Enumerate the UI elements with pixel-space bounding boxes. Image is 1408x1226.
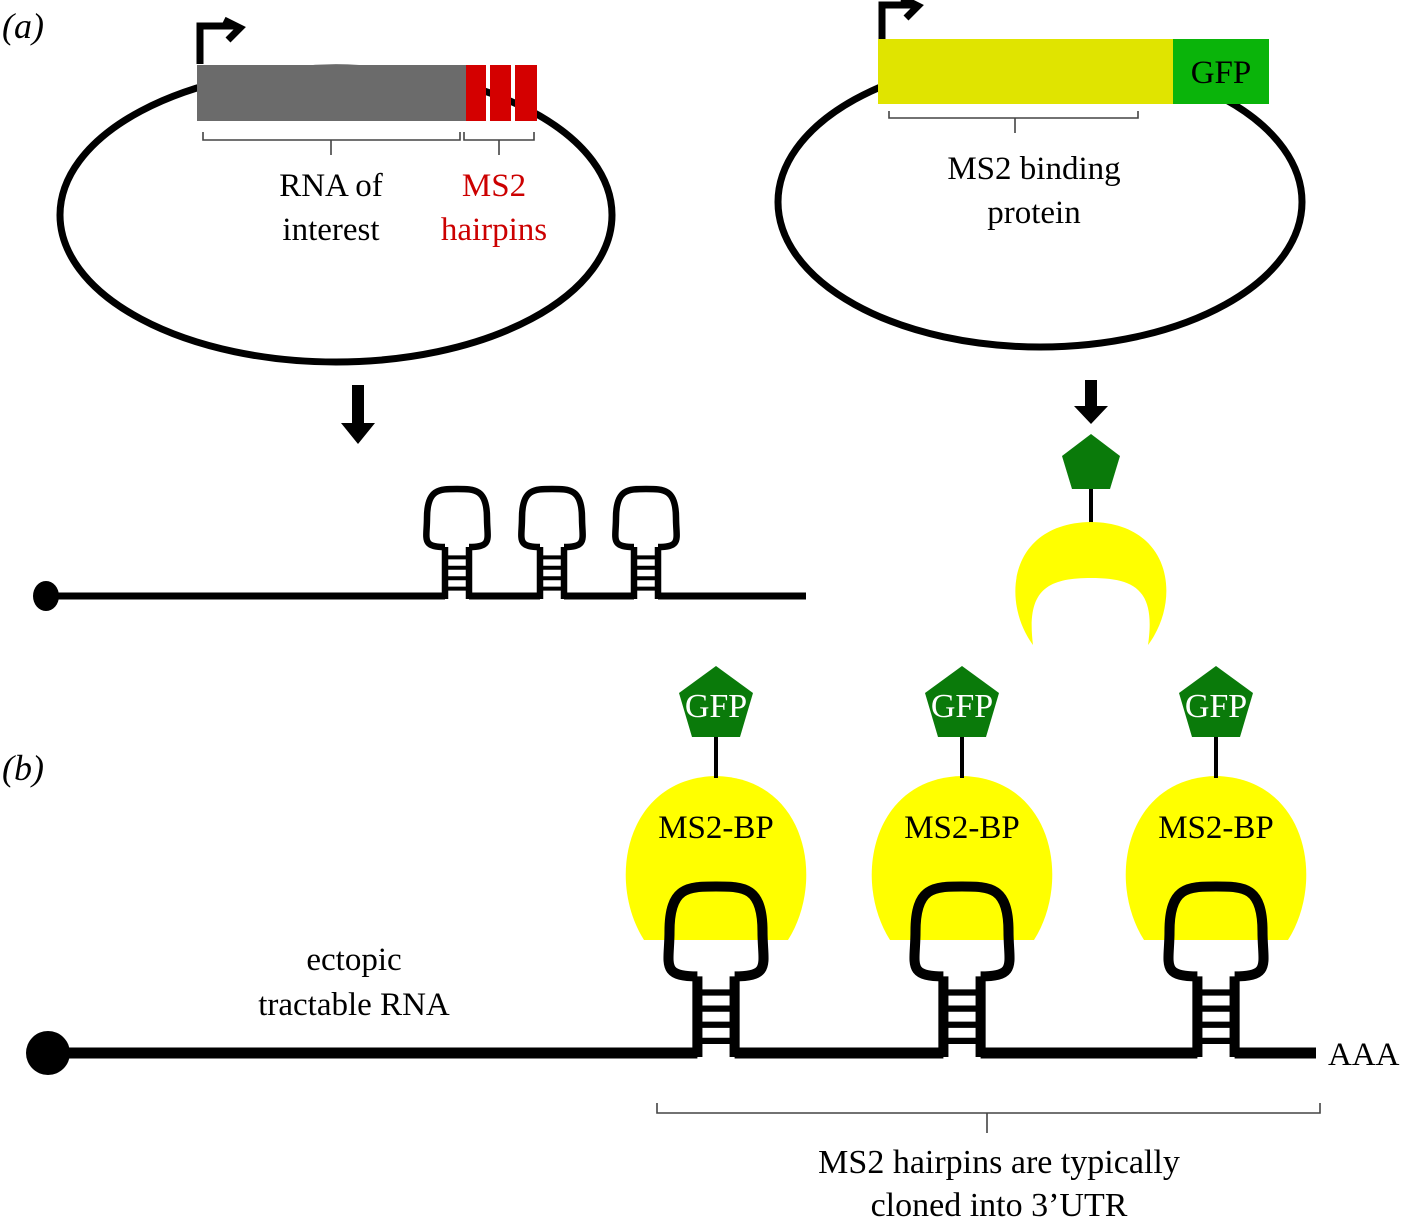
down-arrow-icon xyxy=(1074,380,1108,424)
down-arrow-icon xyxy=(341,385,375,444)
ms2bp-label: MS2-BP xyxy=(658,810,774,846)
ms2-hairpin-segment xyxy=(515,65,537,121)
ms2-binding-protein-gene xyxy=(878,39,1173,104)
gfp-pentagon-icon xyxy=(679,666,753,737)
ms2-binding-protein-label: protein xyxy=(987,195,1080,231)
panel-b-label: (b) xyxy=(2,748,44,788)
ms2bp-label: MS2-BP xyxy=(904,810,1020,846)
ectopic-rna-label: tractable RNA xyxy=(258,987,450,1023)
ms2-hairpin-segment xyxy=(490,65,511,121)
hairpin-loop xyxy=(1163,881,1269,982)
utr-note: cloned into 3’UTR xyxy=(871,1187,1128,1224)
ms2bp-blob xyxy=(625,776,807,940)
gfp-pentagon-icon xyxy=(1179,666,1253,737)
plasmid-rna-reporter: RNA of interest MS2 hairpins xyxy=(56,16,616,366)
five-prime-cap xyxy=(26,1031,70,1075)
ms2-hairpins-label: hairpins xyxy=(441,212,547,248)
polya-tail-label: AAA xyxy=(1328,1037,1400,1073)
ms2bp-gfp-complex: GFP MS2-BP xyxy=(871,666,1053,940)
ectopic-rna-label: ectopic xyxy=(306,942,401,978)
ms2-hairpin xyxy=(663,881,769,1057)
ms2-complexes: GFP MS2-BP GFP MS2-BP GFP MS2-BP xyxy=(625,666,1307,940)
binding-protein-bracket xyxy=(888,111,1139,133)
ms2-hairpin xyxy=(423,485,491,599)
hairpin-loop xyxy=(612,485,680,551)
ms2-hairpin xyxy=(612,485,680,599)
rna-transcript-with-hairpins xyxy=(33,485,806,611)
ms2-hairpins-label: MS2 xyxy=(462,168,526,204)
ms2bp-blob xyxy=(1125,776,1307,940)
gfp-label: GFP xyxy=(931,688,993,725)
ms2bp-label: MS2-BP xyxy=(1158,810,1274,846)
gfp-pentagon-icon xyxy=(1062,434,1120,489)
ms2-hairpin-segment xyxy=(466,65,486,121)
rna-of-interest-label: interest xyxy=(282,212,379,248)
hairpins-bracket xyxy=(463,132,535,155)
promoter-arrow-icon xyxy=(878,0,924,40)
panel-a-label: (a) xyxy=(2,6,44,46)
free-ms2bp-gfp-protein xyxy=(1015,434,1167,645)
promoter-arrow-icon xyxy=(196,16,246,64)
utr-bracket xyxy=(656,1103,1321,1133)
gfp-gene-label: GFP xyxy=(1191,55,1252,91)
hairpin-loop xyxy=(663,881,769,982)
ms2bp-crescent xyxy=(1015,522,1167,645)
ms2bp-gfp-complex: GFP MS2-BP xyxy=(625,666,807,940)
hairpin-loop xyxy=(518,485,586,551)
hairpin-loop xyxy=(423,485,491,551)
ms2-binding-protein-label: MS2 binding xyxy=(947,151,1120,187)
tractable-rna-transcript xyxy=(26,881,1316,1075)
gfp-label: GFP xyxy=(1185,688,1247,725)
gfp-label: GFP xyxy=(685,688,747,725)
rna-strand xyxy=(46,485,806,600)
utr-note: MS2 hairpins are typically xyxy=(818,1144,1180,1181)
rna-bracket xyxy=(202,132,461,155)
rna-of-interest-label: RNA of xyxy=(279,168,383,204)
gfp-pentagon-icon xyxy=(925,666,999,737)
ms2-hairpin xyxy=(1163,881,1269,1057)
ms2-hairpin xyxy=(518,485,586,599)
ms2bp-gfp-complex: GFP MS2-BP xyxy=(1125,666,1307,940)
rna-of-interest-gene xyxy=(197,65,466,121)
hairpin-loop xyxy=(909,881,1015,982)
plasmid-ms2-bp-gfp: GFP MS2 binding protein xyxy=(774,0,1306,351)
rna-strand xyxy=(60,881,1316,1059)
ms2bp-blob xyxy=(871,776,1053,940)
gfp-gene xyxy=(1173,39,1269,104)
ms2-hairpin xyxy=(909,881,1015,1057)
